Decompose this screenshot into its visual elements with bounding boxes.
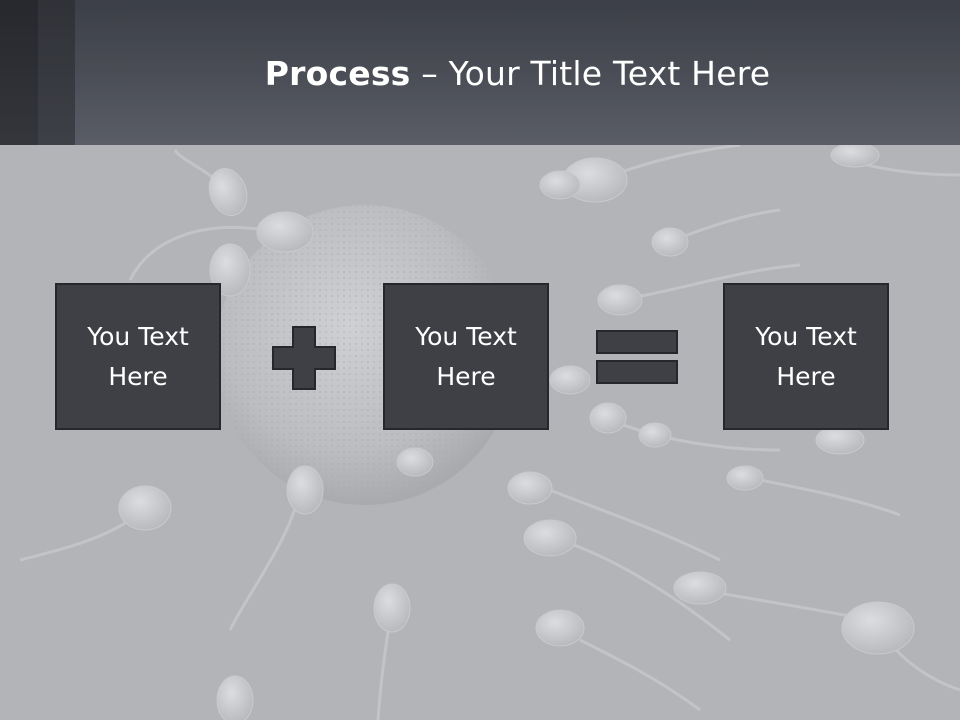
text-box-label: You Text Here xyxy=(415,321,517,391)
text-box-1[interactable]: You Text Here xyxy=(55,283,221,430)
text-box-2[interactable]: You Text Here xyxy=(383,283,549,430)
slide-title: Process – Your Title Text Here xyxy=(75,52,960,96)
equals-icon xyxy=(596,330,678,384)
text-box-3[interactable]: You Text Here xyxy=(723,283,889,430)
title-bar: Process – Your Title Text Here xyxy=(0,0,960,145)
background-image xyxy=(0,145,960,720)
text-box-label: You Text Here xyxy=(87,321,189,391)
title-bold: Process xyxy=(264,54,411,93)
header-stripe xyxy=(0,0,38,145)
title-text: – Your Title Text Here xyxy=(410,54,771,93)
text-box-label: You Text Here xyxy=(755,321,857,391)
header-stripe xyxy=(38,0,75,145)
plus-icon xyxy=(272,326,336,390)
